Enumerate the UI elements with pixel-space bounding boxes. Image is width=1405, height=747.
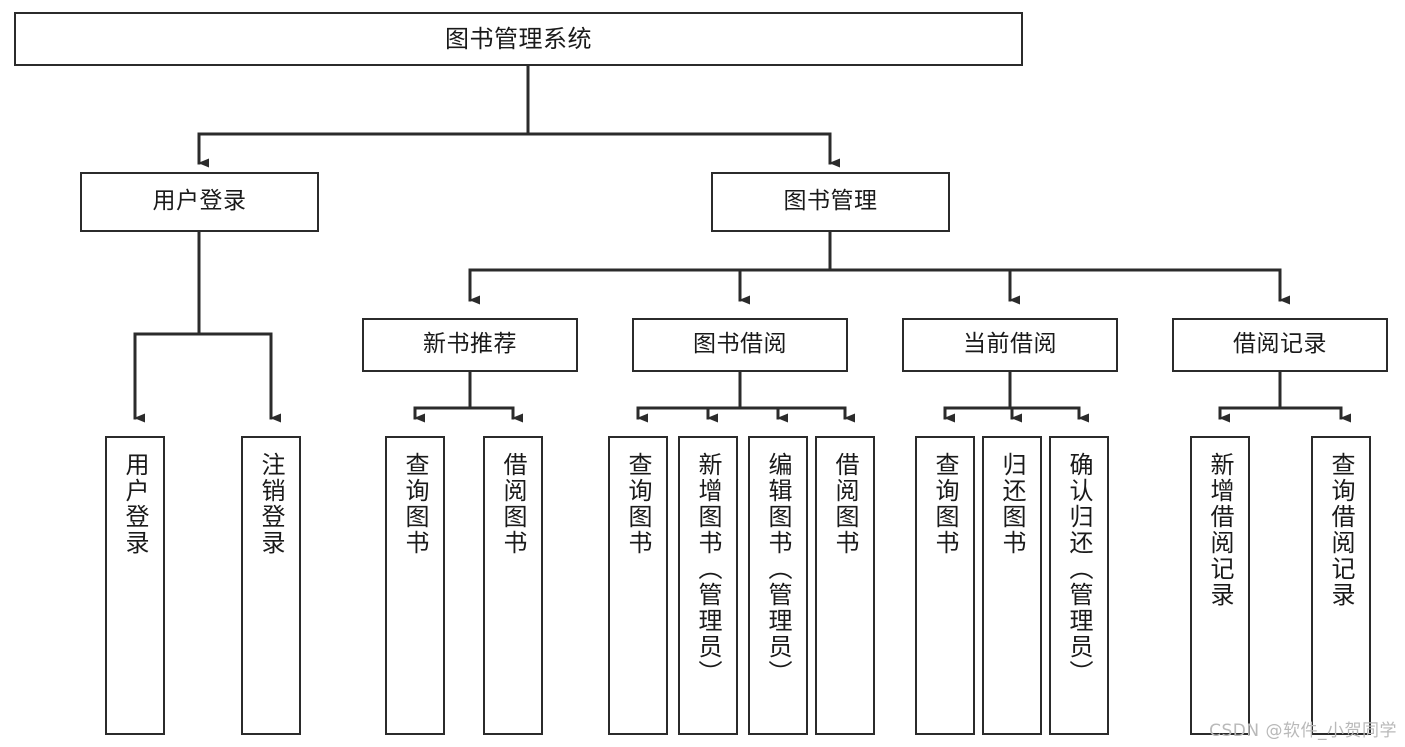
- node-label: 图书借阅: [693, 331, 787, 358]
- node-label: 新书推荐: [423, 331, 517, 358]
- node-label: 借阅图书: [499, 452, 527, 556]
- node-book-management[interactable]: 图书管理: [711, 172, 950, 232]
- node-new-book-recommend[interactable]: 新书推荐: [362, 318, 578, 372]
- node-label: 编辑图书（管理员）: [764, 452, 792, 686]
- node-book-borrow[interactable]: 图书借阅: [632, 318, 848, 372]
- node-user-login[interactable]: 用户登录: [80, 172, 319, 232]
- node-label: 归还图书: [998, 452, 1026, 556]
- node-system-root[interactable]: 图书管理系统: [14, 12, 1023, 66]
- node-label: 图书管理系统: [445, 24, 592, 53]
- edges-book-borrow-to-leaves: [636, 370, 855, 423]
- node-leaf-user-login[interactable]: 用户登录: [105, 436, 165, 735]
- edges-current-borrow-to-leaves: [943, 370, 1089, 423]
- node-label: 查询借阅记录: [1327, 452, 1355, 608]
- node-label: 借阅图书: [831, 452, 859, 556]
- edges-root-to-level2: [197, 64, 840, 168]
- node-label: 确认归还（管理员）: [1065, 452, 1093, 686]
- node-label: 新增借阅记录: [1206, 452, 1234, 608]
- node-leaf-query-book-2[interactable]: 查询图书: [608, 436, 668, 735]
- node-borrow-record[interactable]: 借阅记录: [1172, 318, 1388, 372]
- node-leaf-confirm-return[interactable]: 确认归还（管理员）: [1049, 436, 1109, 735]
- node-label: 图书管理: [783, 188, 878, 215]
- node-leaf-query-book-1[interactable]: 查询图书: [385, 436, 445, 735]
- node-label: 当前借阅: [963, 331, 1057, 358]
- node-leaf-query-record[interactable]: 查询借阅记录: [1311, 436, 1371, 735]
- node-label: 新增图书（管理员）: [694, 452, 722, 686]
- node-label: 查询图书: [624, 452, 652, 556]
- node-leaf-user-logout[interactable]: 注销登录: [241, 436, 301, 735]
- edges-book-management-to-level3: [468, 230, 1290, 305]
- node-leaf-return-book[interactable]: 归还图书: [982, 436, 1042, 735]
- node-label: 注销登录: [257, 452, 285, 556]
- node-leaf-add-book[interactable]: 新增图书（管理员）: [678, 436, 738, 735]
- node-label: 借阅记录: [1233, 331, 1327, 358]
- node-label: 查询图书: [931, 452, 959, 556]
- node-label: 用户登录: [152, 188, 247, 215]
- edges-new-book-recommend-to-leaves: [413, 370, 523, 423]
- node-current-borrow[interactable]: 当前借阅: [902, 318, 1118, 372]
- node-leaf-add-record[interactable]: 新增借阅记录: [1190, 436, 1250, 735]
- node-label: 用户登录: [121, 452, 149, 556]
- edges-user-login-to-leaves: [133, 230, 281, 423]
- node-leaf-edit-book[interactable]: 编辑图书（管理员）: [748, 436, 808, 735]
- node-leaf-borrow-book-1[interactable]: 借阅图书: [483, 436, 543, 735]
- node-leaf-borrow-book-2[interactable]: 借阅图书: [815, 436, 875, 735]
- node-label: 查询图书: [401, 452, 429, 556]
- edges-borrow-record-to-leaves: [1218, 370, 1351, 423]
- node-leaf-query-book-3[interactable]: 查询图书: [915, 436, 975, 735]
